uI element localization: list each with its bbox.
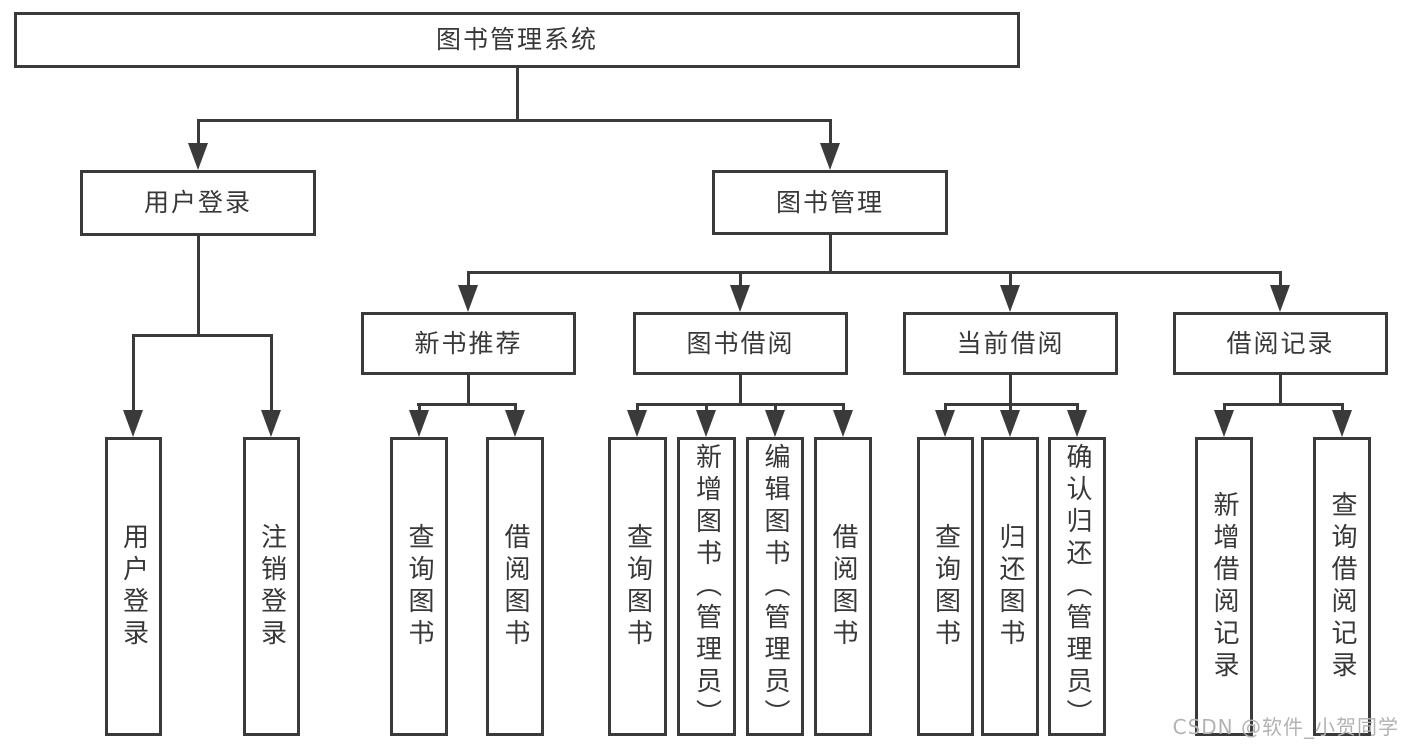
leaf-bb-query-books: 查询图书 <box>608 437 667 736</box>
connector-line <box>467 375 470 406</box>
connector-line <box>842 403 845 414</box>
arrowhead-down-icon <box>833 410 853 437</box>
connector-line <box>516 68 519 121</box>
leaf-logout: 注销登录 <box>243 437 300 736</box>
node-new-book-recommend: 新书推荐 <box>361 312 576 375</box>
connector-line <box>1009 271 1012 288</box>
connector-line <box>636 403 844 406</box>
leaf-br-add-record: 新增借阅记录 <box>1195 437 1253 736</box>
connector-line <box>829 235 832 274</box>
leaf-bb-borrow-books: 借阅图书 <box>814 437 872 736</box>
connector-line <box>132 334 273 337</box>
node-current-borrow: 当前借阅 <box>903 312 1118 375</box>
connector-line <box>132 334 135 413</box>
leaf-cb-confirm-return-admin: 确认归还（管理员） <box>1048 437 1106 736</box>
arrowhead-down-icon <box>505 410 525 437</box>
leaf-br-query-record: 查询借阅记录 <box>1313 437 1371 736</box>
connector-line <box>467 271 470 288</box>
leaf-user-login: 用户登录 <box>105 437 162 736</box>
connector-line <box>1009 403 1012 414</box>
leaf-nb-borrow-books: 借阅图书 <box>486 437 544 736</box>
arrowhead-down-icon <box>458 285 478 312</box>
connector-line <box>514 403 517 414</box>
connector-line <box>705 403 708 414</box>
arrowhead-down-icon <box>1000 285 1020 312</box>
leaf-nb-query-books: 查询图书 <box>390 437 448 736</box>
connector-line <box>1223 403 1226 414</box>
connector-line <box>1009 375 1012 406</box>
connector-line <box>467 271 1282 274</box>
node-user-login: 用户登录 <box>80 170 316 236</box>
connector-line <box>739 271 742 288</box>
connector-line <box>197 119 832 122</box>
arrowhead-down-icon <box>1332 410 1352 437</box>
connector-line <box>197 236 200 337</box>
leaf-cb-return-books: 归还图书 <box>981 437 1039 736</box>
leaf-bb-add-books-admin: 新增图书（管理员） <box>677 437 736 736</box>
arrowhead-down-icon <box>820 143 840 170</box>
arrowhead-down-icon <box>1067 410 1087 437</box>
node-borrow-records: 借阅记录 <box>1173 312 1388 375</box>
connector-line <box>418 403 421 414</box>
arrowhead-down-icon <box>1270 285 1290 312</box>
connector-line <box>1279 271 1282 288</box>
connector-line <box>1279 375 1282 406</box>
leaf-cb-query-books: 查询图书 <box>917 437 974 736</box>
arrowhead-down-icon <box>188 143 208 170</box>
connector-line <box>829 119 832 146</box>
connector-line <box>944 403 1078 406</box>
arrowhead-down-icon <box>123 410 143 437</box>
arrowhead-down-icon <box>261 410 281 437</box>
arrowhead-down-icon <box>1214 410 1234 437</box>
connector-line <box>270 334 273 413</box>
arrowhead-down-icon <box>765 410 785 437</box>
connector-line <box>739 375 742 406</box>
node-book-management: 图书管理 <box>712 170 948 235</box>
connector-line <box>944 403 947 414</box>
arrowhead-down-icon <box>935 410 955 437</box>
connector-line <box>1341 403 1344 414</box>
node-library-system: 图书管理系统 <box>14 12 1020 68</box>
arrowhead-down-icon <box>696 410 716 437</box>
arrowhead-down-icon <box>1000 410 1020 437</box>
leaf-bb-edit-books-admin: 编辑图书（管理员） <box>746 437 804 736</box>
connector-line <box>1076 403 1079 414</box>
arrowhead-down-icon <box>409 410 429 437</box>
arrowhead-down-icon <box>627 410 647 437</box>
arrowhead-down-icon <box>730 285 750 312</box>
connector-line <box>197 119 200 146</box>
connector-line <box>774 403 777 414</box>
connector-line <box>417 403 517 406</box>
connector-line <box>636 403 639 414</box>
node-book-borrow: 图书借阅 <box>633 312 848 375</box>
csdn-watermark: CSDN @软件_小贺同学 <box>1172 715 1399 739</box>
connector-line <box>1223 403 1343 406</box>
